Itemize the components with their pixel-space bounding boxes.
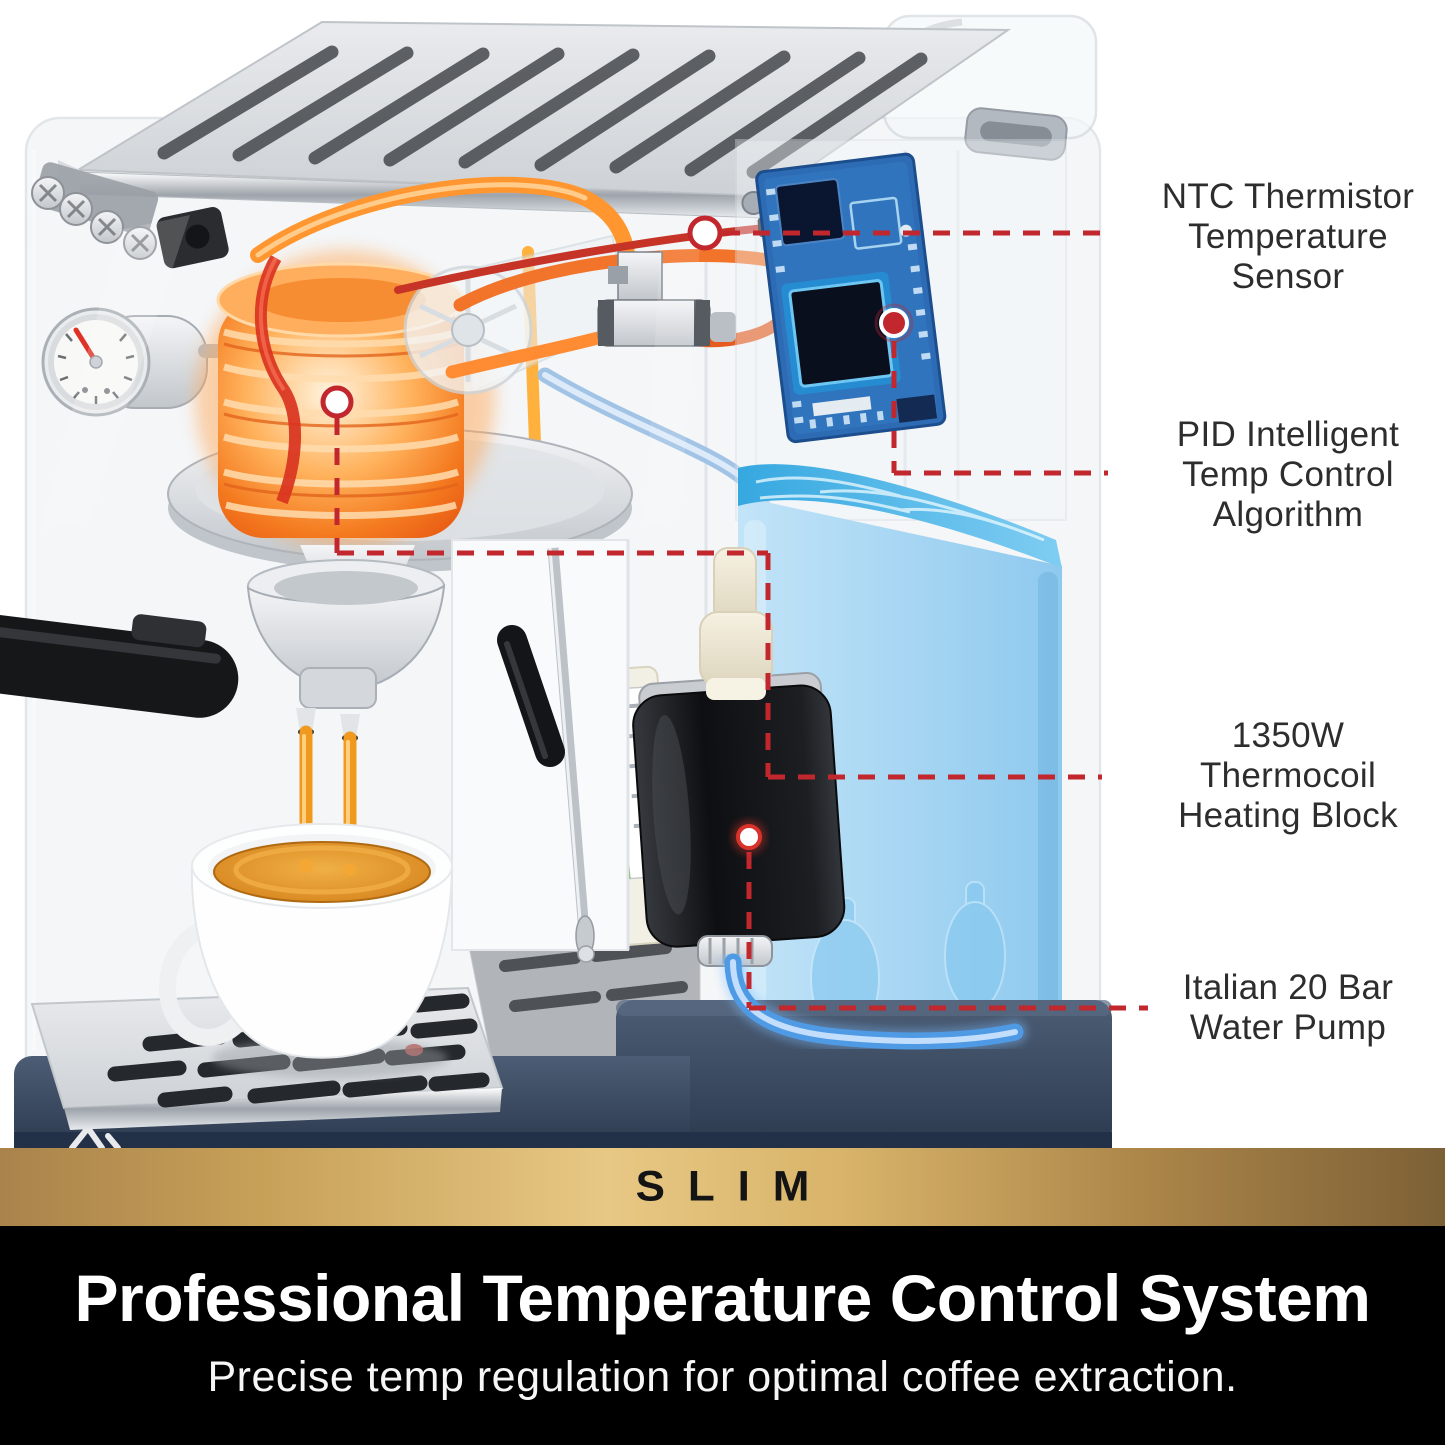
tray-slots	[157, 45, 928, 179]
callout-water-pump: Italian 20 Bar Water Pump	[1123, 968, 1445, 1048]
callout-line: Heating Block	[1178, 796, 1398, 835]
control-knobs	[31, 162, 229, 269]
callout-line: Water Pump	[1189, 1008, 1387, 1047]
footer-title: Professional Temperature Control System	[74, 1261, 1371, 1335]
footer-banner: Professional Temperature Control System …	[0, 1226, 1445, 1445]
pcb-chip	[775, 178, 845, 247]
callout-line: Italian 20 Bar	[1182, 968, 1394, 1007]
espresso-machine-cutaway-illustration	[0, 14, 1148, 1148]
steam-wand	[497, 547, 595, 963]
brand-band: SLIM	[0, 1148, 1445, 1226]
callout-line: Temp Control	[1182, 455, 1394, 494]
callout-pid-temp-control: PID Intelligent Temp Control Algorithm	[1123, 415, 1445, 535]
callout-line: Temperature	[1188, 217, 1388, 256]
ntc-marker-dot	[687, 215, 723, 251]
brand-logo: SLIM	[635, 1163, 833, 1211]
glass-reflections	[40, 215, 700, 530]
callout-line: PID Intelligent	[1176, 415, 1400, 454]
pressure-gauge	[41, 307, 224, 417]
callout-line: Sensor	[1231, 257, 1345, 296]
pcb-main-chip	[788, 279, 894, 388]
coffee-cup	[158, 823, 454, 1078]
callout-thermocoil-heating-block: 1350W Thermocoil Heating Block	[1123, 716, 1445, 836]
inner-tray-slots	[499, 942, 688, 1012]
steam-wand-grip	[497, 625, 565, 767]
pump-outlet-tube	[720, 949, 1028, 1054]
callout-line: Algorithm	[1212, 495, 1364, 534]
pcb-control-board	[741, 152, 947, 444]
pump-marker-dot	[736, 824, 762, 850]
callout-annotations	[320, 215, 1148, 1011]
thermocoil-marker-dot	[320, 385, 354, 419]
callout-line: Thermocoil	[1199, 756, 1377, 795]
footer-subtitle: Precise temp regulation for optimal coff…	[207, 1353, 1238, 1401]
callout-ntc-thermistor: NTC Thermistor Temperature Sensor	[1123, 177, 1445, 297]
pid-marker-dot	[879, 308, 909, 338]
t-fitting	[597, 251, 736, 347]
callout-line: NTC Thermistor	[1161, 177, 1415, 216]
callout-line: 1350W	[1231, 716, 1345, 755]
portafilter-handle	[0, 612, 239, 718]
